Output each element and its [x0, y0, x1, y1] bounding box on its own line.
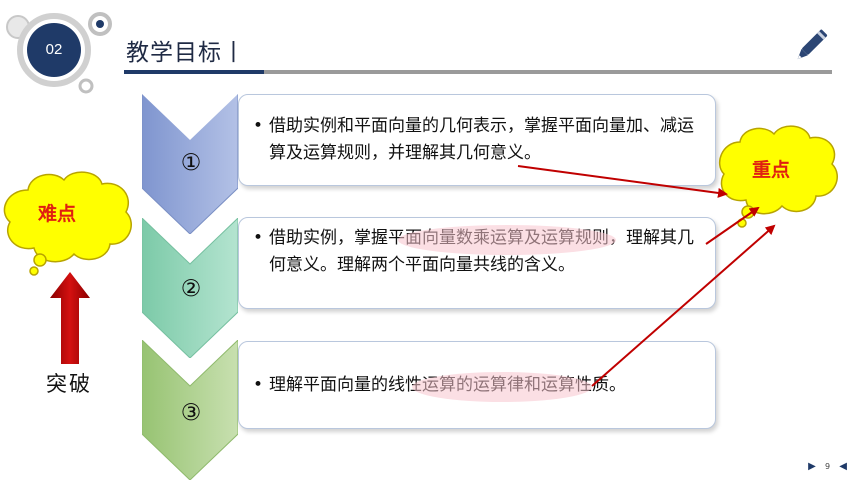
title-underline — [264, 70, 832, 74]
step-number-3: ③ — [180, 400, 202, 426]
step-number-1: ① — [180, 150, 202, 176]
highlight-oval — [398, 225, 616, 255]
difficulty-label: 难点 — [38, 203, 77, 225]
previous-slide-icon[interactable]: ◀ — [839, 461, 847, 472]
objective-box-1: 借助实例和平面向量的几何表示，掌握平面向量加、减运算及运算规则，并理解其几何意义… — [238, 94, 716, 186]
slide-title: 教学目标丨 — [126, 40, 246, 66]
slide-number: 02 — [45, 41, 63, 58]
difficulty-thought-bubble — [3, 171, 132, 276]
highlight-oval — [412, 372, 592, 402]
step-chevron-1 — [142, 94, 238, 234]
step-chevron-2 — [142, 218, 238, 358]
step-chevron-3 — [142, 340, 238, 480]
objective-text-1: 借助实例和平面向量的几何表示，掌握平面向量加、减运算及运算规则，并理解其几何意义… — [253, 113, 701, 167]
title-underline-accent — [124, 70, 264, 74]
key-point-label: 重点 — [752, 159, 791, 181]
pen-icon — [797, 29, 828, 60]
breakthrough-label: 突破 — [46, 372, 92, 396]
step-number-2: ② — [180, 276, 202, 302]
page-number: 9 — [825, 462, 831, 471]
slide-number-badge-decoration — [6, 12, 112, 94]
up-arrow-icon — [50, 272, 90, 364]
slide-navigation: ▶ 9 ◀ — [805, 461, 850, 472]
next-slide-icon[interactable]: ▶ — [808, 461, 816, 472]
